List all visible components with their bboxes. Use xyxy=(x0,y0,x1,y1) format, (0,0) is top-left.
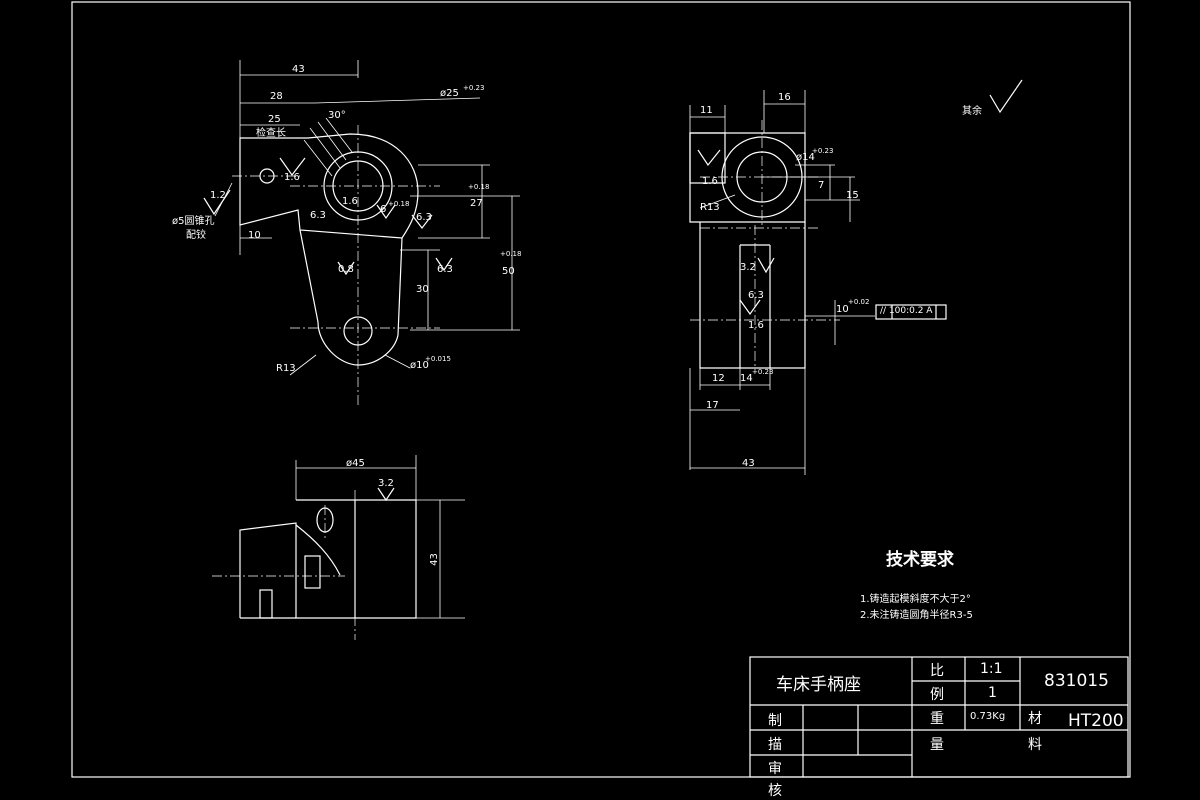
roughness-1-2: 1.2 xyxy=(210,190,226,201)
requirement-item-2: 2.未注铸造圆角半径R3-5 xyxy=(860,610,973,621)
front-view xyxy=(203,60,520,405)
roughness-6-3-c: 6.3 xyxy=(310,210,326,221)
weight-label-2: 量 xyxy=(930,737,944,753)
roughness-side-6-3: 6.3 xyxy=(748,290,764,301)
design-label: 描 xyxy=(768,737,782,753)
part-name: 车床手柄座 xyxy=(776,675,861,695)
dim-slot-tol: +0.02 xyxy=(848,298,870,306)
dim-slot: 10 xyxy=(836,304,849,315)
scale-label-2: 例 xyxy=(930,687,944,703)
dim-small-bore-tol: +0.015 xyxy=(425,355,451,363)
dim-7: 7 xyxy=(818,180,825,191)
dim-side-bore-tol: +0.23 xyxy=(812,147,834,155)
side-view xyxy=(689,79,1023,475)
roughness-1-6-b: 1.6 xyxy=(342,196,358,207)
top-view xyxy=(212,455,465,640)
title-block xyxy=(749,656,1129,778)
roughness-side-1-6-b: 1.6 xyxy=(748,320,764,331)
dim-6: 6 xyxy=(380,204,387,215)
roughness-1-6-a: 1.6 xyxy=(284,172,300,183)
dim-r13-front: R13 xyxy=(276,363,296,374)
dim-45: ø45 xyxy=(346,458,365,469)
dim-6-tol: +0.18 xyxy=(388,200,410,208)
dim-17: 17 xyxy=(706,400,719,411)
requirement-item-1: 1.铸造起模斜度不大于2° xyxy=(860,594,971,605)
roughness-side-3-2: 3.2 xyxy=(740,262,756,273)
drawing-number: 831015 xyxy=(1044,671,1109,691)
drawing-border xyxy=(71,1,1131,778)
hole-note-line2: 配铰 xyxy=(186,230,206,241)
dim-50-tol: +0.18 xyxy=(500,250,522,258)
roughness-6-3-b: 6.3 xyxy=(437,264,453,275)
dim-16: 16 xyxy=(778,92,791,103)
surface-note: 其余 xyxy=(962,106,982,117)
requirements-title: 技术要求 xyxy=(886,550,954,570)
weight-value: 0.73Kg xyxy=(970,711,1006,722)
check-label-2: 核 xyxy=(768,783,782,799)
dim-43-top: 43 xyxy=(428,553,440,566)
note-check-length: 检查长 xyxy=(256,128,286,139)
material-label-2: 料 xyxy=(1028,737,1042,753)
dim-12: 12 xyxy=(712,373,725,384)
dim-14: 14 xyxy=(740,373,753,384)
dim-25: 25 xyxy=(268,114,281,125)
weight-label-1: 重 xyxy=(930,711,944,727)
dim-14-tol: +0.23 xyxy=(752,368,774,376)
hole-note-line1: ø5圆锥孔 xyxy=(172,216,215,227)
scale-value: 1:1 xyxy=(980,661,1003,677)
tolerance-frame: // 100:0.2 A xyxy=(880,306,933,316)
dim-bore: ø25 xyxy=(440,88,459,99)
dim-10: 10 xyxy=(248,230,261,241)
dim-r13-side: R13 xyxy=(700,202,720,213)
dim-angle: 30° xyxy=(328,110,346,121)
drawn-label: 制 xyxy=(768,713,782,729)
roughness-6-3-a: 6.3 xyxy=(416,212,432,223)
dim-15: 15 xyxy=(846,190,859,201)
dim-27: 27 xyxy=(470,198,483,209)
dim-side-bore: ø14 xyxy=(796,152,815,163)
dim-overall-width: 43 xyxy=(292,64,305,75)
quantity-value: 1 xyxy=(988,685,997,701)
dim-bore-tol: +0.23 xyxy=(463,84,485,92)
dim-27-tol: +0.18 xyxy=(468,183,490,191)
check-label: 审 xyxy=(768,761,782,777)
roughness-side-1-6-a: 1.6 xyxy=(702,176,718,187)
material-label-1: 材 xyxy=(1028,711,1042,727)
roughness-0-8: 0.8 xyxy=(338,264,354,275)
material-value: HT200 xyxy=(1068,711,1124,731)
dim-small-bore: ø10 xyxy=(410,360,429,371)
dim-28: 28 xyxy=(270,91,283,102)
roughness-top-3-2: 3.2 xyxy=(378,478,394,489)
dim-11: 11 xyxy=(700,105,713,116)
dim-43-side: 43 xyxy=(742,458,755,469)
scale-label-1: 比 xyxy=(930,663,944,679)
dim-30: 30 xyxy=(416,284,429,295)
dim-50: 50 xyxy=(502,266,515,277)
